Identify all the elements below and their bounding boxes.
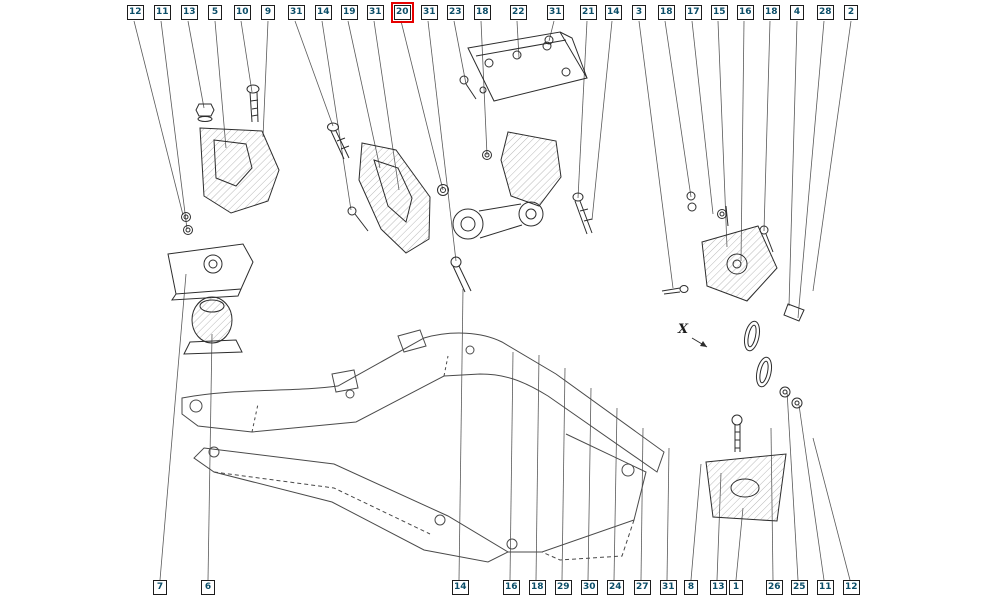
- artwork: [167, 31, 805, 563]
- part-callout[interactable]: 1: [729, 580, 743, 595]
- part-callout[interactable]: 14: [605, 5, 622, 20]
- part-callout[interactable]: 12: [127, 5, 144, 20]
- part-callout[interactable]: 17: [685, 5, 702, 20]
- part-callout[interactable]: 19: [341, 5, 358, 20]
- part-callout[interactable]: 14: [315, 5, 332, 20]
- part-callout[interactable]: 31: [367, 5, 384, 20]
- part-callout[interactable]: 21: [580, 5, 597, 20]
- part-callout[interactable]: 25: [791, 580, 808, 595]
- part-callout[interactable]: 18: [763, 5, 780, 20]
- part-callout[interactable]: 31: [288, 5, 305, 20]
- part-callout[interactable]: 2: [844, 5, 858, 20]
- part-callout[interactable]: 13: [181, 5, 198, 20]
- part-callout[interactable]: 5: [208, 5, 222, 20]
- part-callout[interactable]: 13: [710, 580, 727, 595]
- part-callout[interactable]: 28: [817, 5, 834, 20]
- center-gearbox-mount-assembly: [327, 31, 593, 293]
- part-callout[interactable]: 27: [634, 580, 651, 595]
- part-callout[interactable]: 14: [452, 580, 469, 595]
- subframe-crossmember: [181, 329, 665, 563]
- part-callout[interactable]: 11: [154, 5, 171, 20]
- part-callout[interactable]: 12: [843, 580, 860, 595]
- part-callout-selected[interactable]: 20: [391, 2, 414, 23]
- part-callout[interactable]: 31: [547, 5, 564, 20]
- part-callout[interactable]: 10: [234, 5, 251, 20]
- part-callout[interactable]: 7: [153, 580, 167, 595]
- part-callout[interactable]: 9: [261, 5, 275, 20]
- part-callout[interactable]: 18: [474, 5, 491, 20]
- part-callout[interactable]: 26: [766, 580, 783, 595]
- part-callout[interactable]: 22: [510, 5, 527, 20]
- x-marker: X: [678, 322, 689, 337]
- part-callout[interactable]: 31: [421, 5, 438, 20]
- part-callout[interactable]: 23: [447, 5, 464, 20]
- part-callout[interactable]: 16: [503, 580, 520, 595]
- part-callout[interactable]: 16: [737, 5, 754, 20]
- left-engine-mount-assembly: [167, 84, 280, 355]
- part-callout[interactable]: 30: [581, 580, 598, 595]
- part-callout[interactable]: 6: [201, 580, 215, 595]
- part-callout[interactable]: 29: [555, 580, 572, 595]
- part-callout[interactable]: 8: [684, 580, 698, 595]
- part-callout[interactable]: 18: [529, 580, 546, 595]
- part-callout[interactable]: 18: [658, 5, 675, 20]
- part-callout[interactable]: 31: [660, 580, 677, 595]
- part-callout[interactable]: 4: [790, 5, 804, 20]
- part-callout[interactable]: 24: [607, 580, 624, 595]
- part-callout[interactable]: 3: [632, 5, 646, 20]
- part-callout[interactable]: 11: [817, 580, 834, 595]
- right-engine-mount-assembly: [661, 191, 805, 522]
- part-callout[interactable]: 15: [711, 5, 728, 20]
